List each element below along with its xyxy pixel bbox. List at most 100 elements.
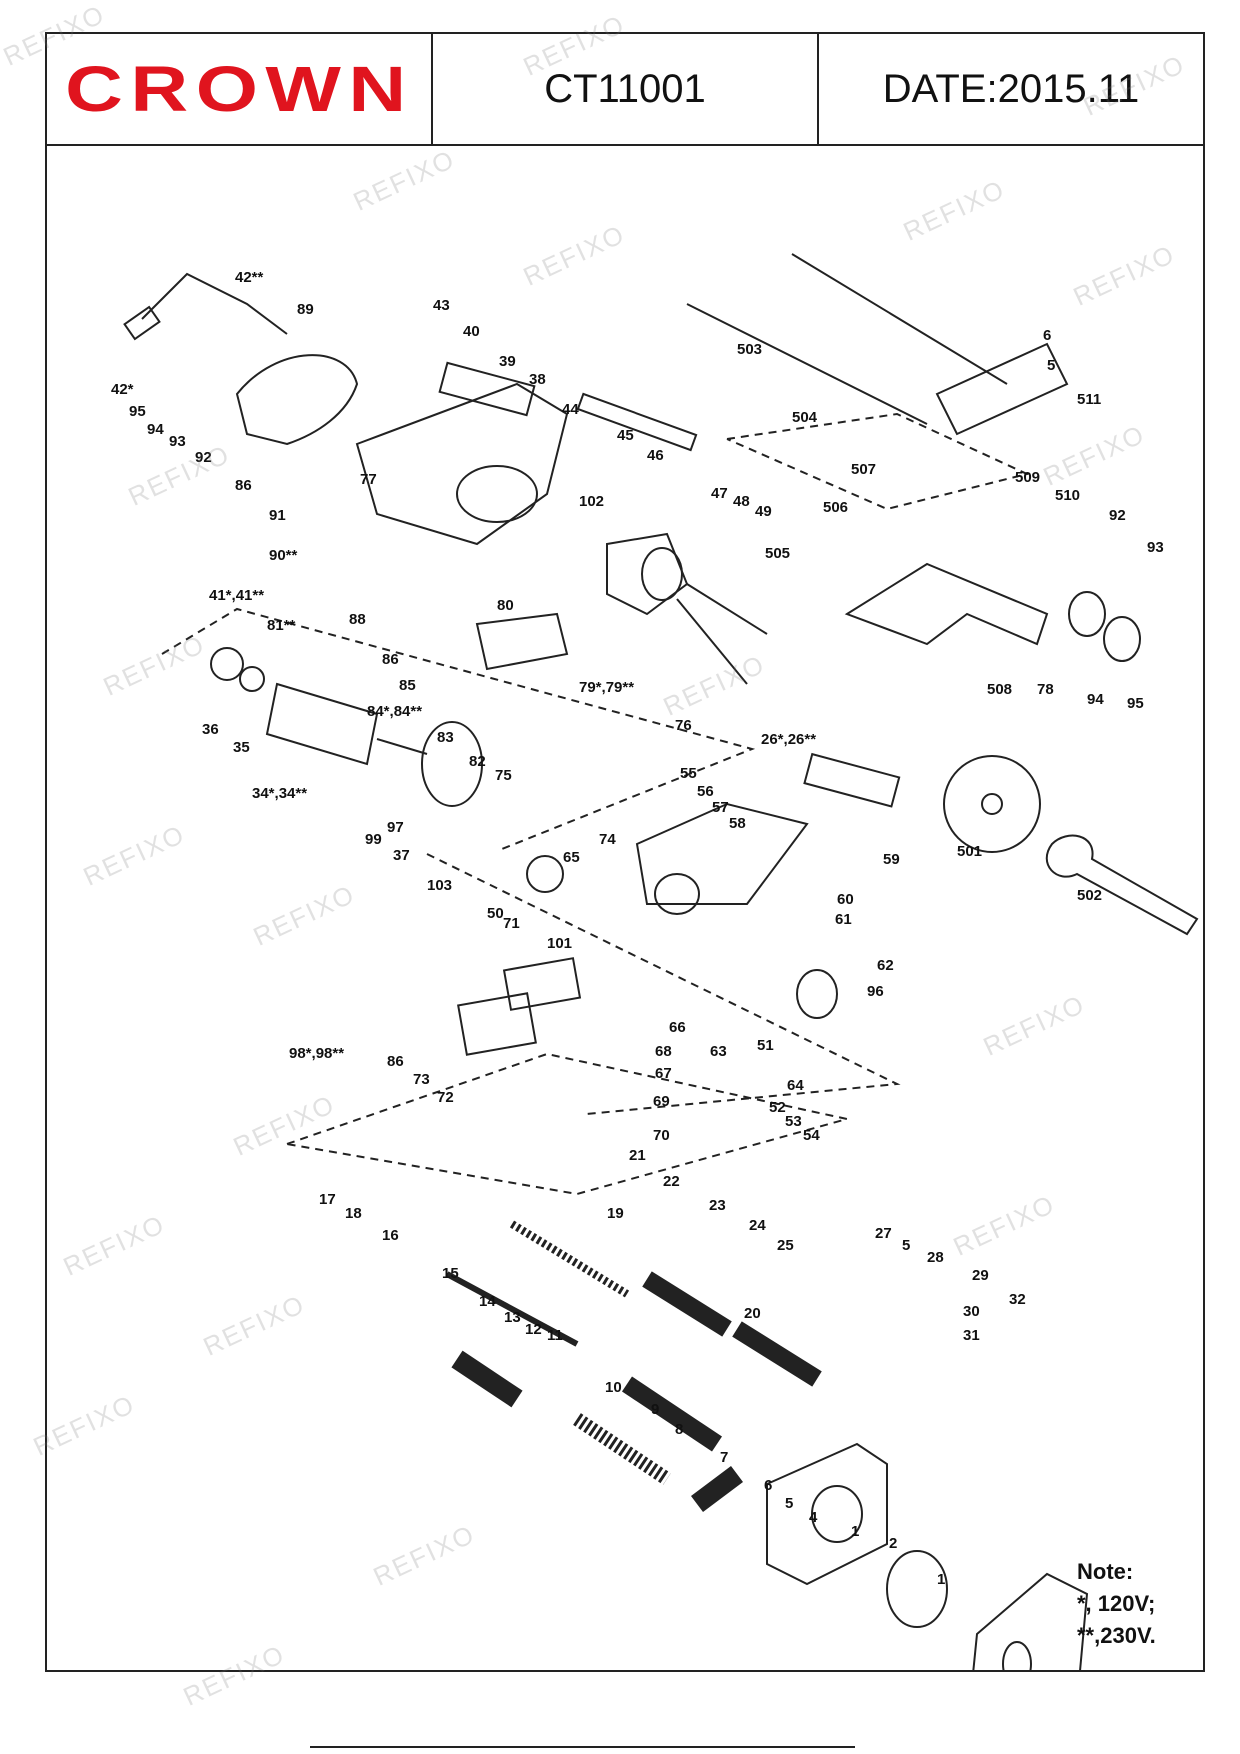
svg-text:47: 47 (711, 485, 728, 502)
svg-text:25: 25 (777, 1237, 794, 1254)
svg-text:74: 74 (599, 831, 616, 848)
svg-text:93: 93 (169, 433, 186, 450)
svg-text:52: 52 (769, 1099, 786, 1116)
tube-9 (622, 1376, 722, 1452)
svg-text:35: 35 (233, 739, 250, 756)
svg-text:1: 1 (937, 1571, 945, 1588)
fence-plate (844, 562, 1049, 646)
svg-text:68: 68 (655, 1043, 672, 1060)
upper-assembly-boundary (161, 607, 756, 850)
svg-text:38: 38 (529, 371, 546, 388)
lower-assembly-boundary (286, 1052, 848, 1196)
armature (265, 682, 379, 766)
svg-text:21: 21 (629, 1147, 646, 1164)
title-block: CROWN CT11001 DATE:2015.11 (47, 34, 1203, 146)
base-casting (766, 1442, 888, 1586)
base-plate (475, 612, 569, 671)
tube-8 (691, 1466, 743, 1512)
svg-text:34*,34**: 34*,34** (252, 785, 307, 802)
svg-text:42*: 42* (111, 381, 134, 398)
svg-text:501: 501 (957, 843, 982, 860)
svg-text:67: 67 (655, 1065, 672, 1082)
svg-text:97: 97 (387, 819, 404, 836)
wrench (1045, 834, 1199, 936)
svg-text:84*,84**: 84*,84** (367, 703, 422, 720)
cam-wheel (796, 969, 838, 1019)
svg-text:40: 40 (463, 323, 480, 340)
svg-text:507: 507 (851, 461, 876, 478)
svg-text:24: 24 (749, 1217, 766, 1234)
svg-text:70: 70 (653, 1127, 670, 1144)
note-title: Note: (1077, 1559, 1134, 1584)
svg-text:61: 61 (835, 911, 852, 928)
svg-text:48: 48 (733, 493, 750, 510)
svg-text:506: 506 (823, 499, 848, 516)
plug (123, 305, 161, 341)
note-line-230v: **,230V. (1077, 1623, 1156, 1648)
svg-text:80: 80 (497, 597, 514, 614)
svg-text:20: 20 (744, 1305, 761, 1322)
svg-text:92: 92 (195, 449, 212, 466)
svg-text:22: 22 (663, 1173, 680, 1190)
svg-text:95: 95 (1127, 695, 1144, 712)
svg-text:82: 82 (469, 753, 486, 770)
svg-text:503: 503 (737, 341, 762, 358)
svg-text:42**: 42** (235, 269, 264, 286)
svg-text:102: 102 (579, 493, 604, 510)
svg-text:69: 69 (653, 1093, 670, 1110)
svg-text:5: 5 (785, 1495, 793, 1512)
middle-assembly-boundary (426, 853, 901, 1115)
svg-text:75: 75 (495, 767, 512, 784)
svg-text:27: 27 (875, 1225, 892, 1242)
svg-text:509: 509 (1015, 469, 1040, 486)
svg-text:66: 66 (669, 1019, 686, 1036)
threaded-shaft (445, 1271, 579, 1347)
model-number: CT11001 (433, 34, 819, 144)
svg-text:32: 32 (1009, 1291, 1026, 1308)
svg-text:56: 56 (697, 783, 714, 800)
svg-text:46: 46 (647, 447, 664, 464)
svg-text:101: 101 (547, 935, 572, 952)
spring-21 (509, 1220, 630, 1298)
svg-text:13: 13 (504, 1309, 521, 1326)
svg-text:93: 93 (1147, 539, 1164, 556)
blade-disc (943, 755, 1041, 853)
svg-text:78: 78 (1037, 681, 1054, 698)
footer-rule (310, 1746, 855, 1748)
svg-text:91: 91 (269, 507, 286, 524)
svg-text:2: 2 (889, 1535, 897, 1552)
svg-text:53: 53 (785, 1113, 802, 1130)
svg-text:17: 17 (319, 1191, 336, 1208)
cover-plate-2 (972, 1572, 1089, 1670)
svg-text:9: 9 (651, 1401, 659, 1418)
svg-text:39: 39 (499, 353, 516, 370)
svg-text:43: 43 (433, 297, 450, 314)
svg-text:89: 89 (297, 301, 314, 318)
svg-text:71: 71 (503, 915, 520, 932)
svg-text:44: 44 (562, 401, 579, 418)
svg-text:90**: 90** (269, 547, 298, 564)
svg-text:94: 94 (1087, 691, 1104, 708)
svg-text:45: 45 (617, 427, 634, 444)
bearing-50 (526, 855, 564, 893)
brand-logo-cell: CROWN (47, 34, 433, 144)
svg-text:85: 85 (399, 677, 416, 694)
bracket-72 (457, 992, 537, 1056)
svg-text:502: 502 (1077, 887, 1102, 904)
svg-text:98*,98**: 98*,98** (289, 1045, 344, 1062)
svg-text:99: 99 (365, 831, 382, 848)
brand-logo: CROWN (64, 53, 414, 125)
power-cord (141, 272, 288, 335)
guide-rod-upper (791, 253, 1008, 385)
svg-text:29: 29 (972, 1267, 989, 1284)
svg-text:23: 23 (709, 1197, 726, 1214)
svg-text:96: 96 (867, 983, 884, 1000)
fence-assembly-boundary (726, 412, 1030, 511)
svg-text:31: 31 (963, 1327, 980, 1344)
svg-text:81**: 81** (267, 617, 296, 634)
drawing-date: DATE:2015.11 (882, 66, 1140, 111)
fence-carriage (935, 342, 1069, 436)
svg-text:49: 49 (755, 503, 772, 520)
